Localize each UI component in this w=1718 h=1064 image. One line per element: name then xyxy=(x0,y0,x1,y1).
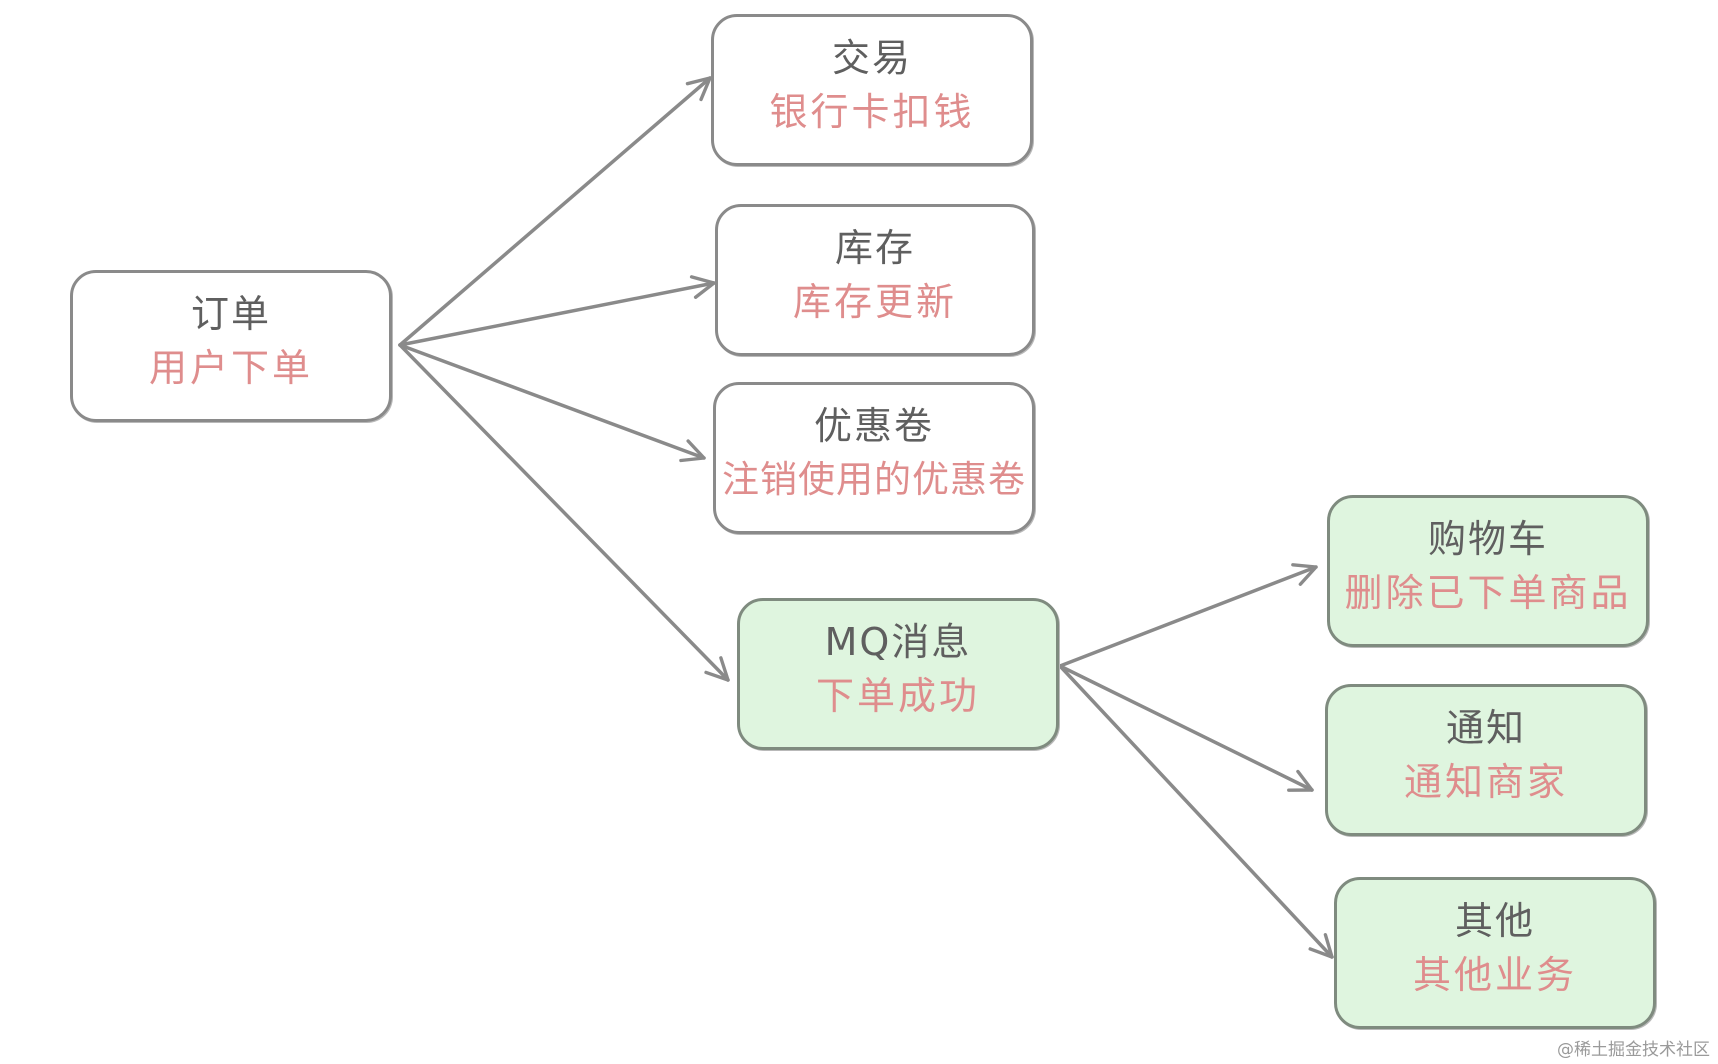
node-mq: MQ消息 下单成功 xyxy=(737,598,1059,750)
node-mq-title: MQ消息 xyxy=(824,620,972,664)
node-order-subtitle: 用户下单 xyxy=(148,346,313,390)
watermark: @稀土掘金技术社区 xyxy=(1557,1040,1710,1060)
node-trade-title: 交易 xyxy=(831,36,912,80)
arrow-mq-to-other xyxy=(1058,664,1334,959)
arrow-order-to-mq xyxy=(398,343,730,682)
arrow-order-to-stock xyxy=(398,275,716,347)
node-trade: 交易 银行卡扣钱 xyxy=(711,14,1033,166)
arrow-order-to-coupon xyxy=(398,343,706,463)
node-order-title: 订单 xyxy=(190,292,271,336)
node-coupon: 优惠卷 注销使用的优惠卷 xyxy=(713,382,1035,534)
node-cart: 购物车 删除已下单商品 xyxy=(1327,495,1649,647)
node-notify: 通知 通知商家 xyxy=(1325,684,1647,836)
node-notify-subtitle: 通知商家 xyxy=(1403,760,1568,804)
node-other: 其他 其他业务 xyxy=(1334,877,1656,1029)
arrow-mq-to-notify xyxy=(1058,664,1314,792)
node-stock-title: 库存 xyxy=(834,226,915,270)
node-cart-subtitle: 删除已下单商品 xyxy=(1344,571,1632,615)
node-stock-subtitle: 库存更新 xyxy=(792,280,957,324)
arrow-order-to-trade xyxy=(398,76,712,347)
node-other-subtitle: 其他业务 xyxy=(1412,953,1577,997)
node-order: 订单 用户下单 xyxy=(70,270,392,422)
node-cart-title: 购物车 xyxy=(1427,517,1548,561)
node-coupon-subtitle: 注销使用的优惠卷 xyxy=(722,458,1026,501)
node-stock: 库存 库存更新 xyxy=(715,204,1035,356)
node-notify-title: 通知 xyxy=(1445,706,1526,750)
node-other-title: 其他 xyxy=(1454,899,1535,943)
arrow-mq-to-cart xyxy=(1058,563,1318,668)
node-coupon-title: 优惠卷 xyxy=(813,404,934,448)
node-trade-subtitle: 银行卡扣钱 xyxy=(769,90,975,134)
node-mq-subtitle: 下单成功 xyxy=(815,674,980,718)
